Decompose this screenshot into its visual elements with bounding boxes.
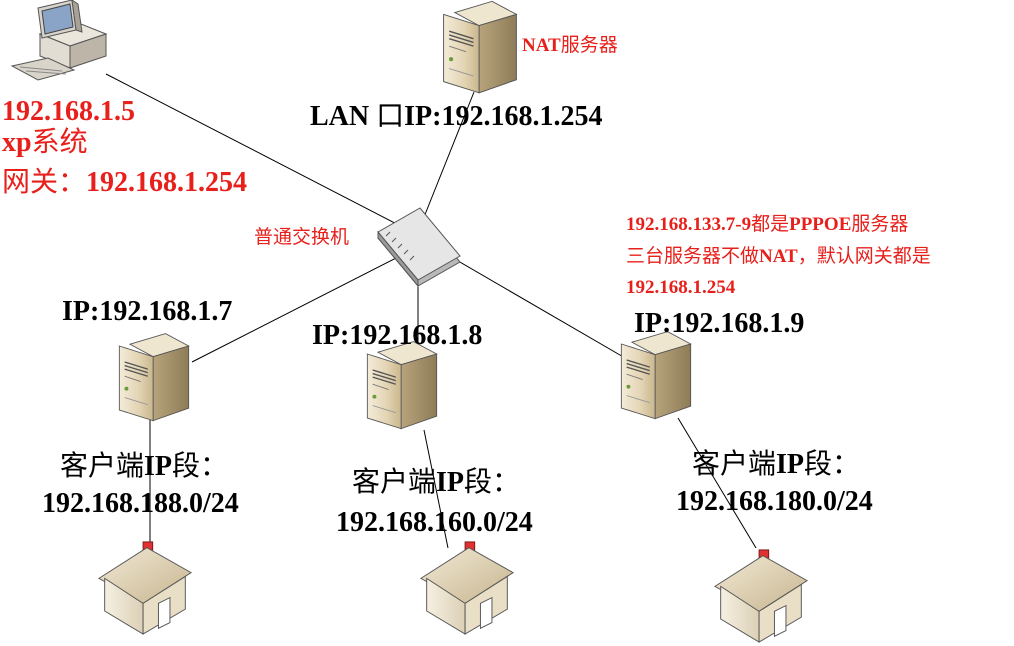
server-8-icon: [366, 340, 438, 430]
nat-lan-ip-label: LAN 口IP:192.168.1.254: [310, 102, 602, 131]
pppoe-note-line2: 三台服务器不做NAT，默认网关都是: [626, 245, 931, 267]
server-9-icon: [620, 330, 692, 420]
server-9-ip-label: IP:192.168.1.9: [634, 308, 805, 339]
server-7-icon: [118, 332, 190, 422]
pc-gateway-value: 192.168.1.254: [86, 167, 248, 198]
nat-lan-suffix: IP:192.168.1.254: [404, 101, 603, 132]
house-160-icon: [420, 541, 514, 635]
server-9-client-mid: IP: [776, 449, 805, 480]
pc-os-suffix: 系统: [31, 125, 88, 158]
server-9-client-prefix: 客户端: [692, 447, 777, 480]
nat-lan-prefix: LAN: [310, 101, 377, 132]
pc-gateway-label: 网关：192.168.1.254: [2, 168, 247, 197]
pc-os-label: xp系统: [2, 128, 88, 157]
pppoe-line1-en: 192.168.133.7-9: [626, 214, 752, 235]
server-9-client-range: 192.168.180.0/24: [676, 486, 873, 517]
server-7-ip-label: IP:192.168.1.7: [62, 296, 233, 327]
pppoe-line1-cn: 都是: [751, 213, 790, 235]
nat-lan-cn: 口: [376, 99, 405, 132]
link-server8-house8: [423, 429, 449, 549]
server-8-client-prefix: 客户端: [352, 465, 437, 498]
switch-label: 普通交换机: [254, 226, 350, 248]
link-nat-switch: [417, 91, 475, 233]
pppoe-note-line1: 192.168.133.7-9都是PPPOE服务器: [626, 213, 909, 235]
link-switch-server7: [191, 253, 405, 363]
pppoe-line2-cn2: ，默认网关都是: [797, 245, 931, 267]
server-7-client-suffix: 段：: [172, 449, 229, 482]
house-188-icon: [98, 541, 192, 635]
nat-server-label: NAT服务器: [522, 34, 618, 56]
desktop-pc-icon: [10, 0, 108, 81]
server-8-client-mid: IP: [436, 467, 465, 498]
switch-icon: [377, 207, 461, 288]
server-7-client-range: 192.168.188.0/24: [42, 488, 239, 519]
server-7-client-label: 客户端IP段：: [60, 452, 228, 481]
pc-os-prefix: xp: [2, 127, 32, 158]
link-pc-switch: [105, 73, 421, 237]
nat-name-en: NAT: [522, 35, 561, 56]
pc-ip-label: 192.168.1.5: [2, 96, 135, 127]
pppoe-line1-cn2: 服务器: [851, 213, 909, 235]
server-8-client-label: 客户端IP段：: [352, 468, 520, 497]
server-9-client-suffix: 段：: [804, 447, 861, 480]
pppoe-line2-en: NAT: [759, 246, 798, 267]
pc-gateway-prefix: 网关：: [2, 165, 87, 198]
pppoe-line2-cn: 三台服务器不做: [626, 245, 760, 267]
pppoe-line1-en2: PPPOE: [789, 214, 852, 235]
server-8-client-suffix: 段：: [464, 465, 521, 498]
server-7-client-prefix: 客户端: [60, 449, 145, 482]
nat-name-cn: 服务器: [560, 34, 618, 56]
network-links: [105, 73, 757, 549]
server-8-client-range: 192.168.160.0/24: [336, 507, 533, 538]
link-server9-house9: [677, 417, 757, 549]
nat-server-icon: [442, 0, 518, 94]
house-180-icon: [714, 549, 808, 643]
server-8-ip-label: IP:192.168.1.8: [312, 320, 483, 351]
server-7-client-mid: IP: [144, 451, 173, 482]
pppoe-note-line3: 192.168.1.254: [626, 277, 736, 298]
link-switch-server9: [445, 253, 633, 363]
server-9-client-label: 客户端IP段：: [692, 450, 860, 479]
